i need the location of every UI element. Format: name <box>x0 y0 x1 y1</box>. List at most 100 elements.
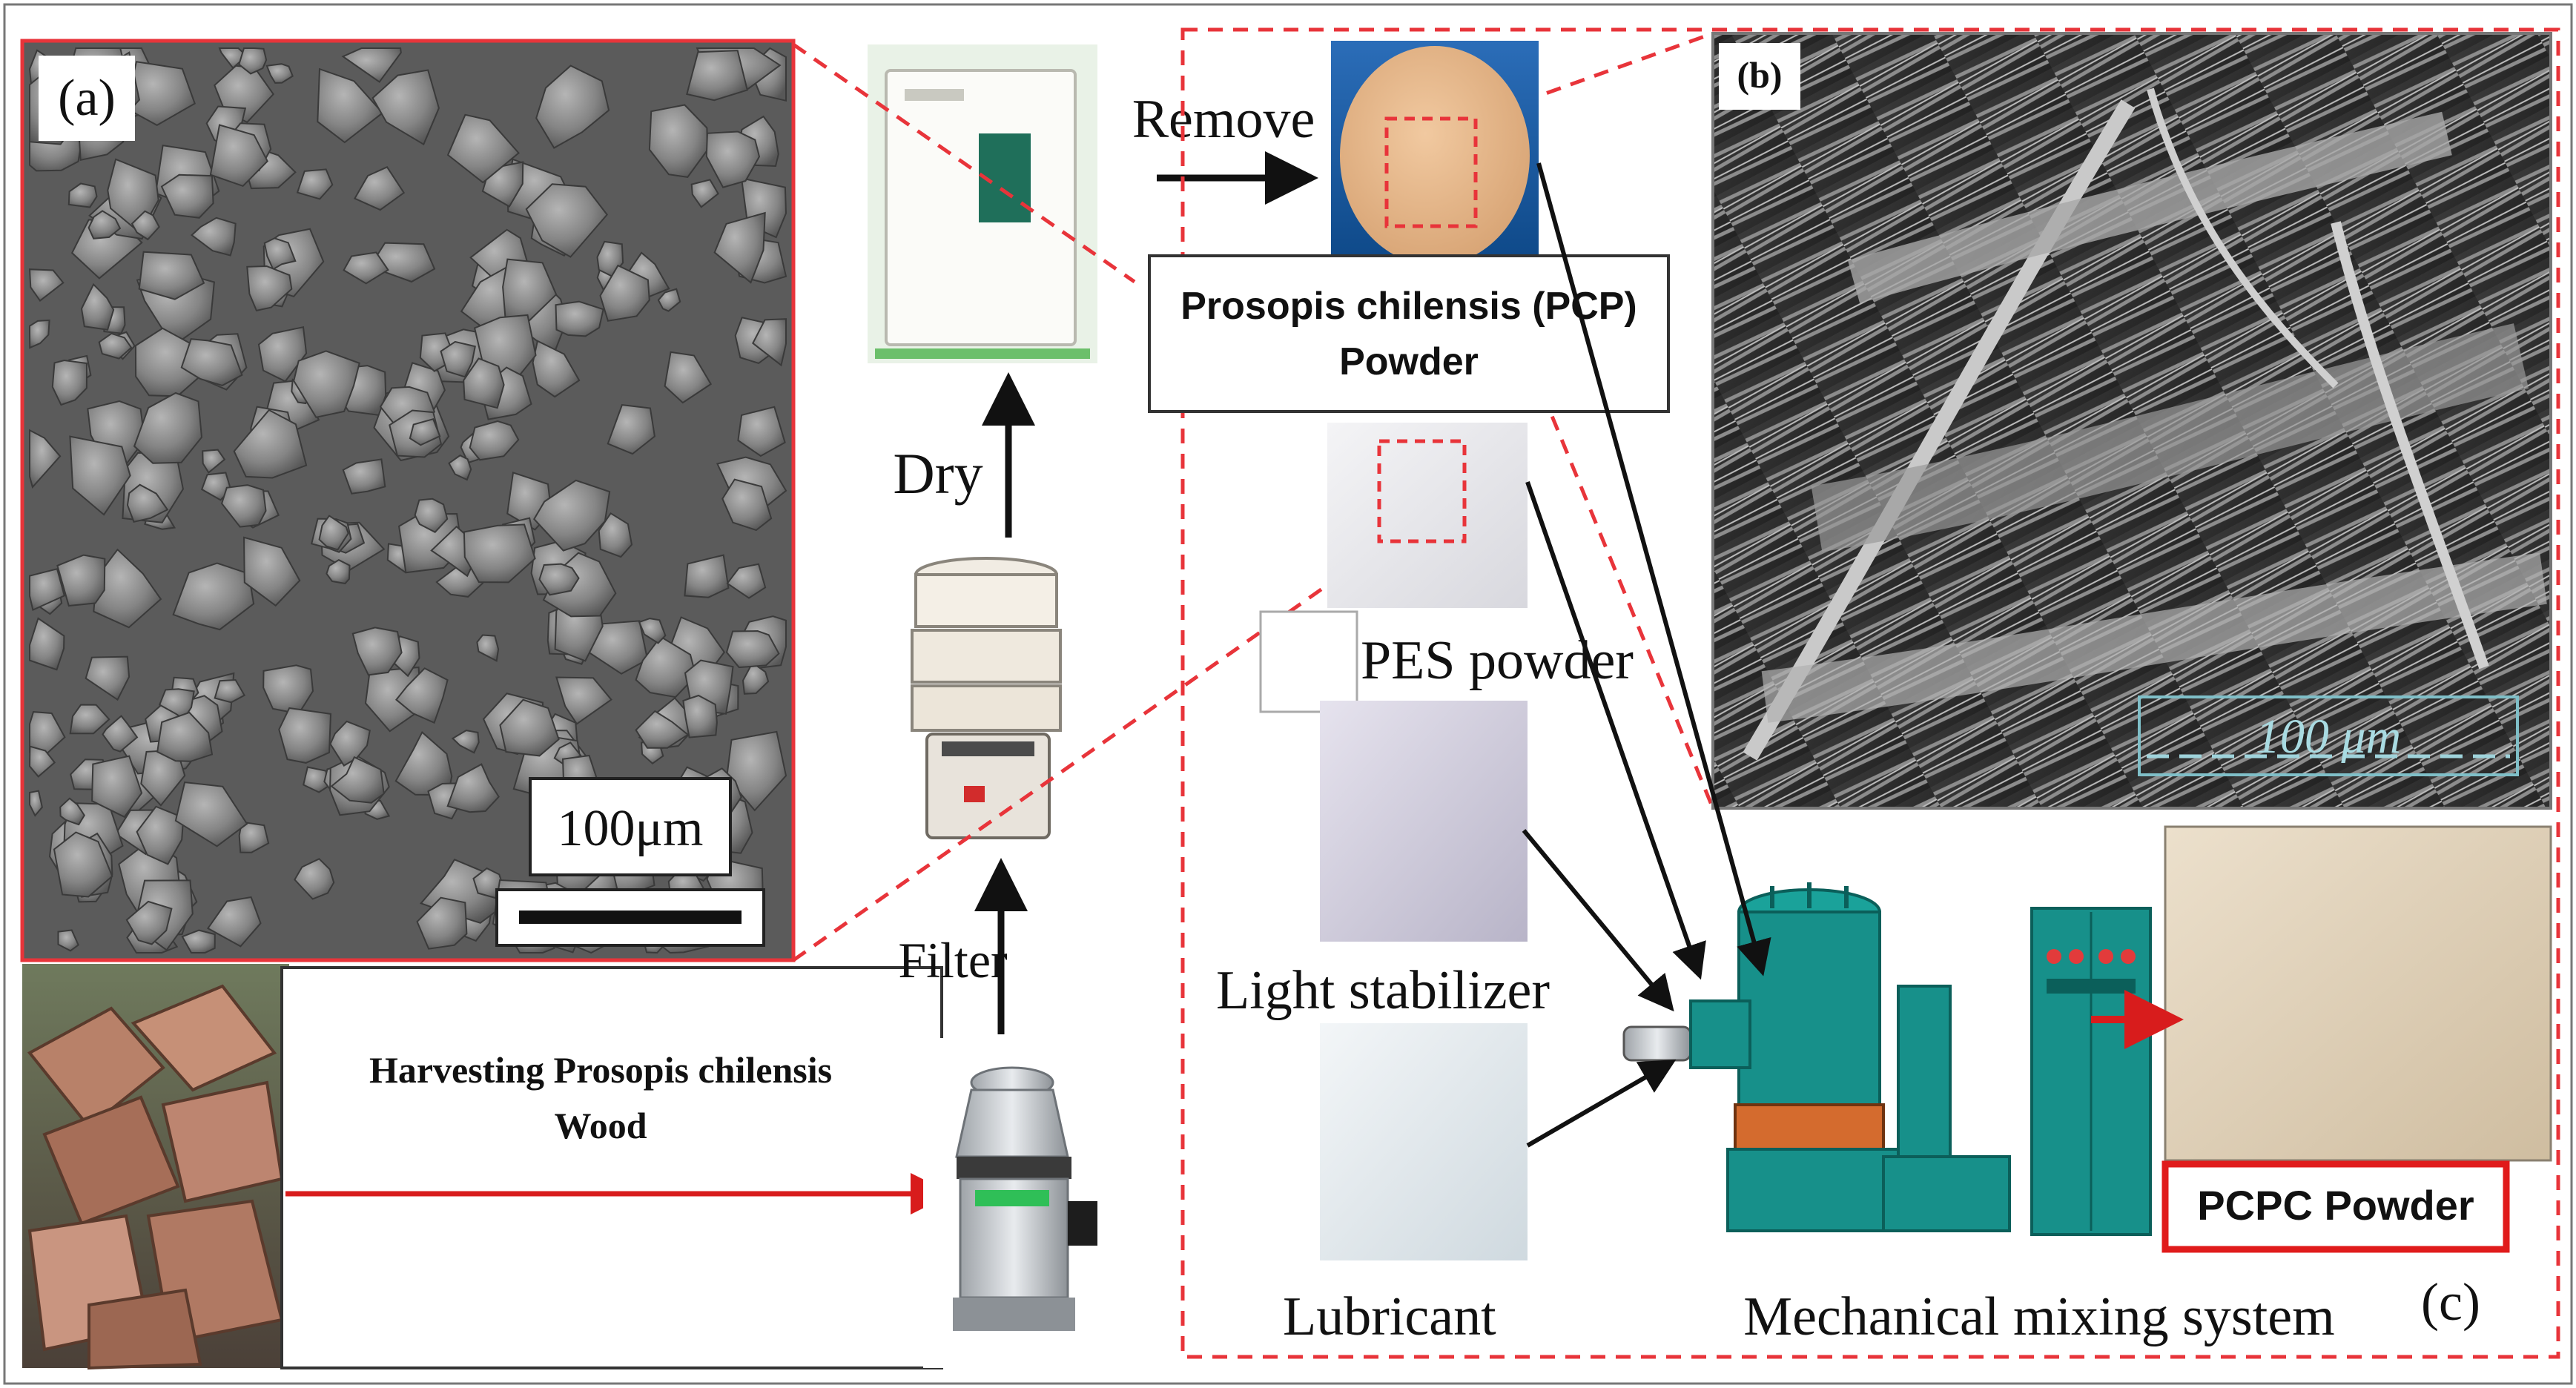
panel-a-border <box>20 39 796 962</box>
light-stabilizer <box>1320 701 1528 942</box>
sem-particle <box>657 288 681 312</box>
process-region-border <box>1180 27 2560 1359</box>
sem-particle <box>598 512 633 558</box>
sem-particle <box>29 790 43 817</box>
sem-particle <box>233 409 308 479</box>
sem-particle <box>463 523 536 584</box>
sem-particle <box>238 821 270 853</box>
sem-particle <box>29 319 50 349</box>
sem-particle <box>752 318 787 367</box>
sem-particle <box>191 217 237 257</box>
sem-particle <box>353 166 406 211</box>
sem-particle <box>476 634 500 662</box>
sem-particle <box>664 351 713 404</box>
sem-particle <box>371 69 440 146</box>
sem-particle <box>278 707 332 764</box>
pcp-powder-label-line2: Powder <box>1339 340 1479 383</box>
panel-b-label: (b) <box>1737 54 1782 96</box>
panel-b: (b) 100 μm <box>1711 32 2552 810</box>
pcp-powder-image <box>1327 423 1528 608</box>
sem-particle <box>713 211 766 284</box>
panel-a: (a) 100μm <box>20 39 796 962</box>
light-stabilizer-label: Light stabilizer <box>1216 960 1550 1021</box>
pes-powder-label: PES powder <box>1361 630 1634 691</box>
mixer-input-arrows <box>1522 162 1771 1148</box>
sem-particle <box>499 698 560 757</box>
step-dry-label: Dry <box>893 441 982 506</box>
sem-particle <box>409 417 441 446</box>
sem-particle <box>326 559 351 585</box>
sem-particle <box>29 429 62 489</box>
scale-bar-a <box>519 911 742 924</box>
sem-particle <box>635 635 697 698</box>
sem-particle <box>330 756 385 804</box>
grinder <box>923 1038 1109 1368</box>
mixing-system-label: Mechanical mixing system <box>1743 1286 2334 1347</box>
sem-particle <box>726 730 787 812</box>
sem-particle <box>59 797 85 826</box>
sem-particle <box>80 282 115 331</box>
sieve-shaker <box>890 541 1075 853</box>
sem-particle <box>246 265 293 312</box>
sem-particle <box>446 113 520 184</box>
sem-particle <box>69 435 131 516</box>
sem-particle <box>209 124 268 188</box>
sem-particle <box>682 694 718 738</box>
stabilizer-to-mixer-arrow <box>1522 829 1674 1012</box>
sem-particle <box>172 562 255 631</box>
scale-bar-a-label: 100μm <box>558 800 704 857</box>
sem-particle <box>448 455 472 481</box>
sem-particle <box>53 831 113 898</box>
step-remove-label: Remove <box>1132 89 1315 150</box>
sem-particle <box>343 251 389 285</box>
panel-b-border <box>1711 32 2552 810</box>
sem-particle <box>69 704 110 735</box>
sem-particle <box>317 67 384 144</box>
sem-particle <box>721 478 773 532</box>
sem-particle <box>133 391 203 464</box>
sem-particle <box>218 47 248 70</box>
sem-particle <box>686 50 748 102</box>
harvest-label-line2: Wood <box>554 1105 647 1146</box>
sem-particle <box>446 763 500 813</box>
sem-particle <box>180 338 243 386</box>
sem-particle <box>469 420 520 461</box>
scale-bar-a-label-box <box>529 777 732 876</box>
sem-particle <box>51 359 88 406</box>
harvest-label-line1: Harvesting Prosopis chilensis <box>369 1049 832 1091</box>
sem-particle <box>705 130 761 188</box>
wood-pile <box>22 964 289 1370</box>
sem-particle <box>648 104 709 178</box>
drying-oven <box>868 44 1097 363</box>
pcp-dough <box>1331 41 1539 265</box>
sem-particle <box>206 896 262 948</box>
light-stabilizer-image <box>1320 701 1528 942</box>
sem-particle <box>220 484 267 528</box>
sem-particle <box>638 618 667 644</box>
pcp-powder <box>1327 423 1528 608</box>
sem-particle <box>318 515 349 551</box>
harvest-label-box <box>280 966 943 1369</box>
sem-particle <box>690 179 719 208</box>
sem-particle <box>555 300 604 337</box>
sem-particle <box>125 900 173 945</box>
pes-powder-label-box <box>1259 610 1358 713</box>
sem-fiber-strands <box>1743 87 2547 761</box>
harvest-label: Harvesting Prosopis chilensis Wood <box>280 966 952 1369</box>
lubricant-to-mixer-arrow <box>1526 1059 1677 1148</box>
sem-particle <box>138 251 205 300</box>
sem-particle <box>28 268 65 303</box>
panel-b-label-box <box>1719 43 1800 110</box>
step-filter-label: Filter <box>898 932 1008 988</box>
sem-particle <box>635 710 690 749</box>
sem-particle <box>725 629 780 669</box>
sem-particle <box>200 472 232 501</box>
sem-particle <box>742 661 770 695</box>
sem-particle <box>238 47 268 75</box>
sem-particle <box>126 483 169 523</box>
sem-particle <box>57 929 79 952</box>
panel-a-label: (a) <box>58 70 116 127</box>
sem-particle <box>85 655 131 701</box>
sem-particle <box>414 498 449 534</box>
